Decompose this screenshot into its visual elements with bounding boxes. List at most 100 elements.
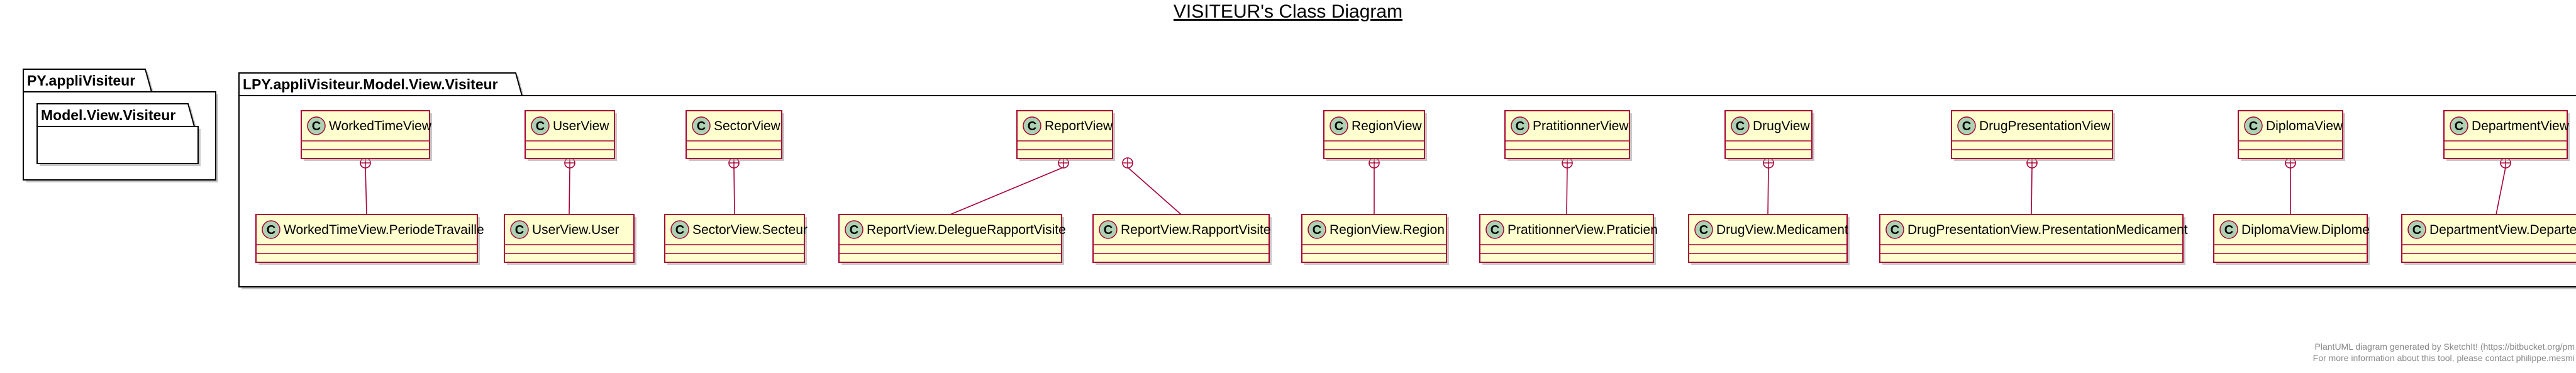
class-departement[interactable]: C DepartmentView.Departem [2401,214,2576,265]
class-marker-icon [262,220,280,239]
class-box [1092,214,1270,263]
class-marker-icon [1099,220,1118,239]
class-marker-letter: C [2455,120,2463,133]
class-marker-icon [2244,116,2263,135]
class-praticien[interactable]: C PratitionnerView.Praticien [1479,214,1658,265]
class-marker-icon [670,220,689,239]
class-marker-letter: C [675,223,684,237]
relation-line [569,167,570,215]
class-marker-letter: C [536,120,545,133]
class-marker-letter: C [1104,223,1113,237]
class-name: DrugView [1753,119,1810,133]
package-name: LPY.appliVisiteur.Model.View.Visiteur [243,76,498,92]
class-marker-letter: C [1699,223,1708,237]
footer-line-2: For more information about this tool, pl… [2312,353,2575,363]
class-rapport[interactable]: C ReportView.RapportVisite [1092,214,1272,265]
class-marker-letter: C [2249,120,2258,133]
class-marker-letter: C [1028,120,1036,133]
class-drugview[interactable]: C DrugView [1724,110,1814,161]
footer-line-1: PlantUML diagram generated by SketchIt! … [2314,342,2575,352]
class-box [504,214,635,263]
class-box [2213,214,2368,263]
class-box [2401,214,2576,263]
package-frame [36,103,199,164]
class-marker-letter: C [1962,120,1971,133]
class-marker-icon [307,116,326,135]
class-box [1951,110,2113,159]
class-marker-letter: C [2224,223,2233,237]
class-userview[interactable]: C UserView [525,110,617,161]
class-name: PratitionnerView [1533,119,1629,133]
relation-line [2496,167,2506,215]
class-name: DrugPresentationView [1979,119,2111,133]
class-marker-letter: C [1491,223,1499,237]
class-box [1879,214,2184,263]
nesting-relation [1122,157,1182,215]
class-name: DiplomaView [2266,119,2343,133]
class-marker-letter: C [515,223,524,237]
class-regionview[interactable]: C RegionView [1323,110,1427,161]
class-box [255,214,478,263]
class-name: WorkedTimeView.PeriodeTravaille [284,223,484,237]
class-box [664,214,805,263]
class-marker-icon [2407,220,2426,239]
class-name: UserView.User [532,223,619,237]
class-name: UserView [553,119,609,133]
class-name: DepartmentView [2472,119,2570,133]
class-marker-icon [1023,116,1041,135]
class-marker-letter: C [850,223,858,237]
relation-line [2031,167,2033,215]
class-marker-icon [1485,220,1504,239]
class-marker-letter: C [697,120,706,133]
relation-line [950,167,1064,215]
class-name: RegionView [1352,119,1423,133]
relation-line [365,167,367,215]
class-marker-icon [1957,116,1976,135]
class-drugpresentationview[interactable]: C DrugPresentationView [1951,110,2115,161]
class-presentation[interactable]: C DrugPresentationView.PresentationMedica… [1879,214,2188,265]
class-marker-letter: C [1335,120,1343,133]
class-name: SectorView [714,119,781,133]
class-marker-icon [1885,220,1904,239]
class-name: SectorView.Secteur [692,223,808,237]
class-workedtimeview[interactable]: C WorkedTimeView [301,110,432,161]
diagram-title: VISITEUR's Class Diagram [1173,1,1403,22]
class-box [1301,214,1447,263]
class-box [301,110,430,159]
class-marker-letter: C [312,120,321,133]
class-marker-letter: C [1890,223,1899,237]
class-user[interactable]: C UserView.User [504,214,636,265]
class-diplomaview[interactable]: C DiplomaView [2238,110,2345,161]
class-departmentview[interactable]: C DepartmentView [2443,110,2570,161]
class-box [1504,110,1630,159]
class-marker-icon [2450,116,2468,135]
class-marker-icon [1511,116,1530,135]
class-marker-icon [1731,116,1750,135]
class-marker-icon [2219,220,2238,239]
class-marker-icon [510,220,529,239]
class-name: PratitionnerView.Praticien [1507,223,1658,237]
relation-line [733,167,735,215]
package-left-inner: Model.View.Visiteur [36,103,201,166]
class-marker-letter: C [2412,223,2421,237]
class-marker-letter: C [1736,120,1745,133]
class-secteur[interactable]: C SectorView.Secteur [664,214,808,265]
package-name: PY.appliVisiteur [27,72,135,89]
class-name: ReportView.RapportVisite [1121,223,1271,237]
class-box [1688,214,1848,263]
class-name: DrugView.Medicament [1716,223,1848,237]
class-medicament[interactable]: C DrugView.Medicament [1688,214,1850,265]
class-name: DrugPresentationView.PresentationMedicam… [1907,223,2188,237]
class-sectorview[interactable]: C SectorView [686,110,784,161]
relation-line [1127,167,1182,215]
class-name: DepartmentView.Departem [2429,223,2576,237]
class-name: WorkedTimeView [329,119,432,133]
